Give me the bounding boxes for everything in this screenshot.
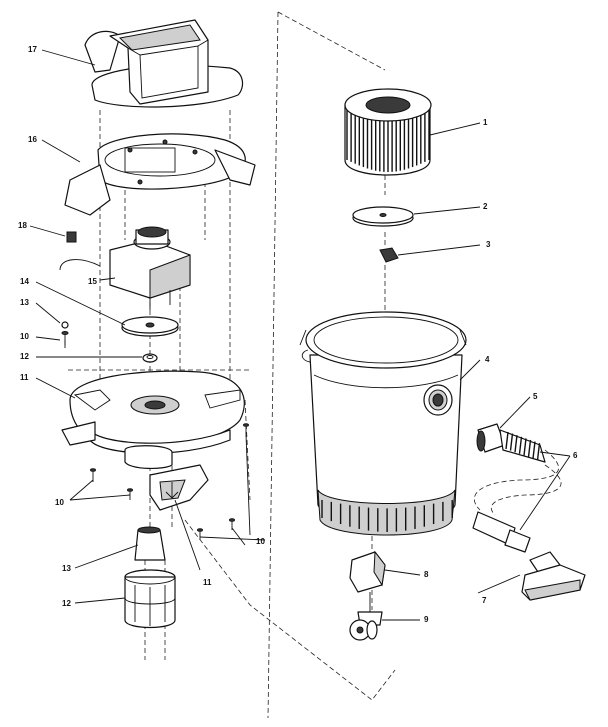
part-21-switch xyxy=(66,231,77,243)
callout-13: 13 xyxy=(62,564,71,573)
part-2-retainer-disc xyxy=(352,206,414,227)
part-18-motor xyxy=(59,226,191,310)
callout-10-c: 10 xyxy=(256,537,265,546)
part-8-caster-socket xyxy=(349,550,386,593)
callout-6: 6 xyxy=(573,451,578,460)
part-7-floor-nozzle xyxy=(521,551,586,601)
part-17-impeller xyxy=(121,316,179,337)
callout-15: 12 xyxy=(20,352,29,361)
callout-4: 4 xyxy=(485,355,490,364)
callout-18: 15 xyxy=(88,277,97,286)
part-5-hose-cuff xyxy=(476,423,506,453)
hose-rib xyxy=(518,436,523,454)
callout-1: 1 xyxy=(483,118,488,127)
part-15-spacer xyxy=(142,353,158,363)
callout-5: 5 xyxy=(533,392,538,401)
callout-16: 13 xyxy=(20,298,29,307)
callout-2: 2 xyxy=(483,202,488,211)
callout-19: 16 xyxy=(28,135,37,144)
callout-10-b: 10 xyxy=(55,498,64,507)
callout-12: 12 xyxy=(62,599,71,608)
callout-3: 3 xyxy=(486,240,491,249)
part-19-lid xyxy=(64,133,256,216)
callout-labels: 17 16 18 15 14 13 10 12 11 10 10 13 11 1… xyxy=(18,45,578,624)
hose-rib xyxy=(523,438,527,456)
part-14-base-plate xyxy=(61,370,245,469)
part-1-cartridge-filter xyxy=(344,88,432,176)
callout-10-a: 10 xyxy=(20,332,29,341)
callout-7: 7 xyxy=(482,596,487,605)
callout-17: 14 xyxy=(20,277,29,286)
callout-8: 8 xyxy=(424,570,429,579)
hose-rib xyxy=(527,439,532,458)
part-4-tank xyxy=(299,311,467,536)
part-11-diverter xyxy=(149,464,209,511)
part-3-nut xyxy=(379,247,399,263)
part-6-hose xyxy=(472,429,562,553)
part-12-float-cage xyxy=(124,569,176,629)
hose-rib xyxy=(505,431,509,450)
leader-lines xyxy=(29,49,571,621)
callout-14: 11 xyxy=(20,373,29,382)
hose-rib xyxy=(536,443,541,461)
hose-rib xyxy=(514,435,518,453)
callout-21: 18 xyxy=(18,221,27,230)
part-20-top-cover xyxy=(84,19,244,108)
hose-rib xyxy=(509,433,514,451)
callout-11: 11 xyxy=(203,578,212,587)
callout-20: 17 xyxy=(28,45,37,54)
callout-9: 9 xyxy=(424,615,429,624)
part-9-caster xyxy=(349,592,383,641)
hose-rib xyxy=(532,441,536,459)
part-13-float-cap xyxy=(134,526,166,561)
